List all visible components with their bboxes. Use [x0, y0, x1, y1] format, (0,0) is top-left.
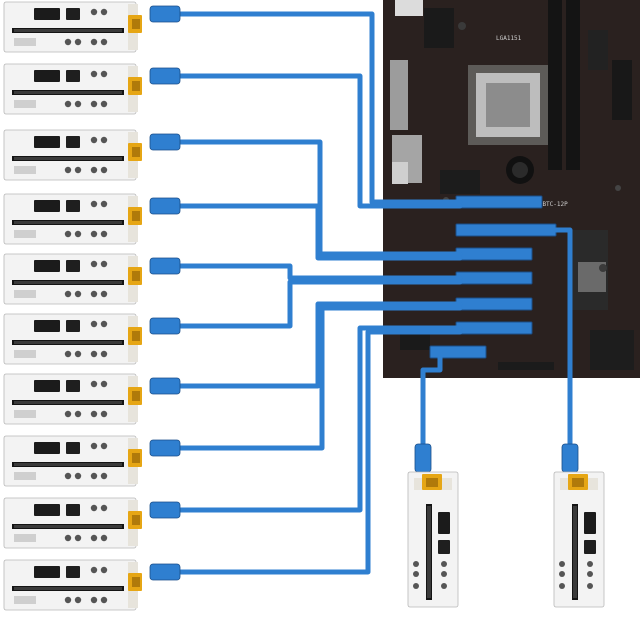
usb-cable	[177, 325, 463, 513]
riser-card	[407, 471, 459, 608]
motherboard: LGA1151 B250BTC-12P	[383, 0, 640, 378]
usb-cable	[177, 139, 463, 257]
riser-card	[3, 435, 143, 487]
riser-card	[3, 313, 143, 365]
usb-cable-bundle	[177, 11, 573, 575]
usb-cable	[177, 263, 463, 281]
usb-cable	[177, 11, 463, 205]
usb-cable	[177, 279, 463, 329]
motherboard-chip-label: LGA1151	[496, 35, 522, 42]
usb-cable	[420, 349, 443, 458]
riser-card-column	[3, 1, 143, 611]
riser-card	[3, 253, 143, 305]
usb-plug-group	[149, 5, 579, 581]
pcie-slot-row	[429, 195, 557, 359]
riser-card	[3, 63, 143, 115]
usb-cable	[177, 301, 463, 389]
riser-card-pair	[407, 471, 605, 608]
usb-cable	[177, 73, 463, 209]
usb-cable	[553, 227, 573, 458]
riser-card	[3, 1, 143, 53]
riser-card	[3, 373, 143, 425]
riser-card	[3, 129, 143, 181]
motherboard-model-label: B250BTC-12P	[528, 201, 568, 208]
usb-cable	[177, 305, 463, 451]
riser-card	[3, 497, 143, 549]
usb-cable	[177, 203, 463, 261]
riser-card	[553, 471, 605, 608]
usb-cable	[177, 329, 463, 575]
riser-card	[3, 193, 143, 245]
riser-card	[3, 559, 143, 611]
